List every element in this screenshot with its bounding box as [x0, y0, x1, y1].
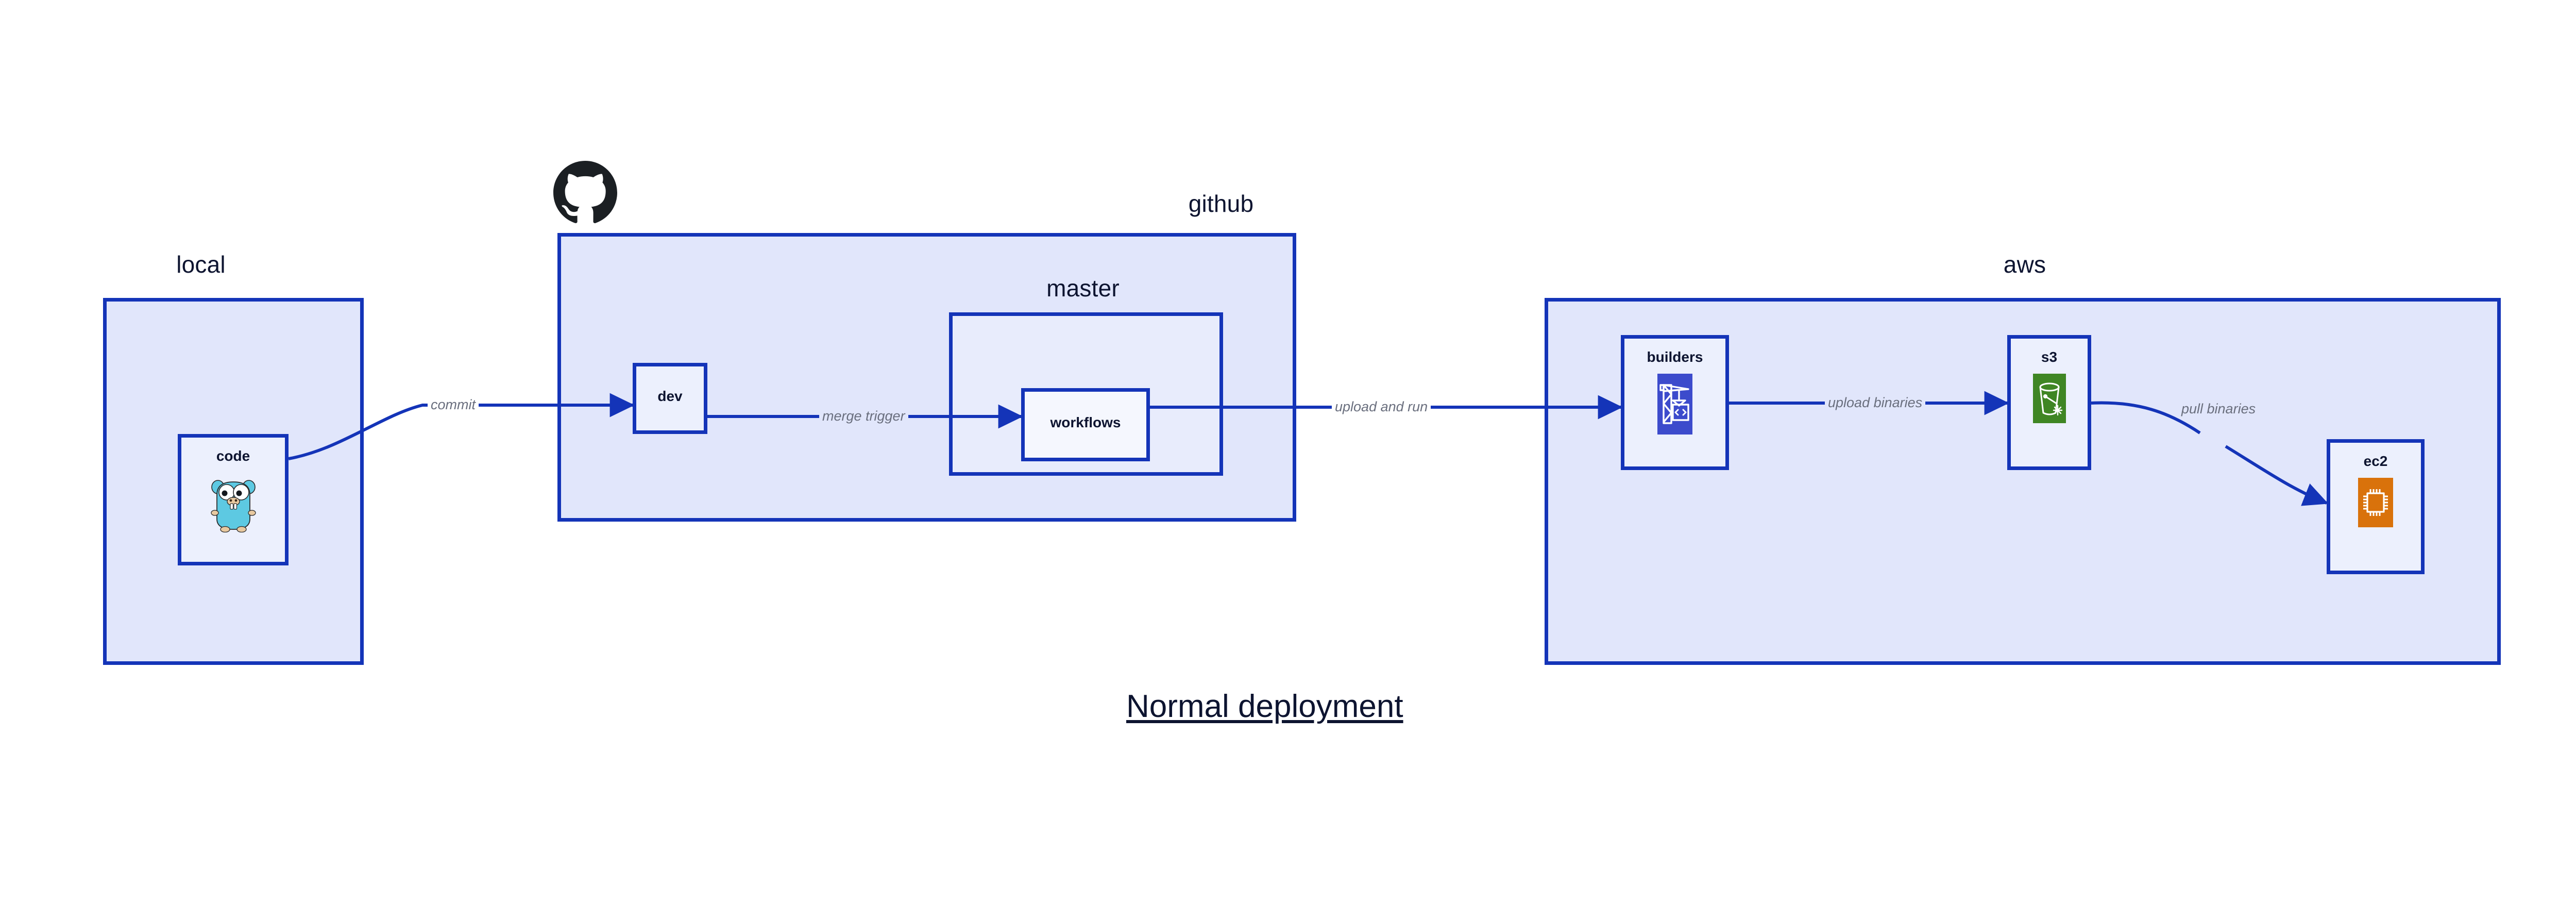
- node-s3-label: s3: [2041, 349, 2058, 365]
- node-ec2-label: ec2: [2363, 453, 2388, 469]
- group-label-local: local: [176, 251, 226, 278]
- edge-label-merge-trigger: merge trigger: [819, 409, 908, 423]
- group-label-aws: aws: [2003, 251, 2046, 278]
- group-label-github: github: [1188, 190, 1254, 217]
- node-workflows[interactable]: workflows: [1021, 388, 1150, 461]
- node-code-label: code: [216, 448, 250, 464]
- github-octocat-icon: [553, 161, 617, 227]
- node-builders-label: builders: [1647, 349, 1703, 365]
- node-ec2[interactable]: ec2: [2327, 439, 2425, 574]
- page-title: Normal deployment: [1126, 689, 1403, 724]
- node-s3[interactable]: s3: [2007, 335, 2091, 470]
- group-label-master: master: [1046, 275, 1120, 302]
- node-dev[interactable]: dev: [633, 363, 707, 434]
- go-gopher-icon: [210, 472, 257, 535]
- edge-label-commit: commit: [428, 398, 479, 412]
- node-workflows-label: workflows: [1050, 414, 1121, 430]
- aws-ec2-icon: [2358, 478, 2393, 530]
- edge-label-upload-binaries: upload binaries: [1825, 396, 1926, 410]
- aws-s3-glacier-icon: [2032, 374, 2066, 426]
- node-builders[interactable]: builders: [1621, 335, 1729, 470]
- aws-codebuild-icon: [1657, 374, 1692, 437]
- node-code[interactable]: code: [178, 434, 289, 565]
- node-dev-label: dev: [657, 388, 683, 404]
- edge-label-pull-binaries: pull binaries: [2178, 402, 2259, 416]
- edge-label-upload-and-run: upload and run: [1332, 400, 1431, 414]
